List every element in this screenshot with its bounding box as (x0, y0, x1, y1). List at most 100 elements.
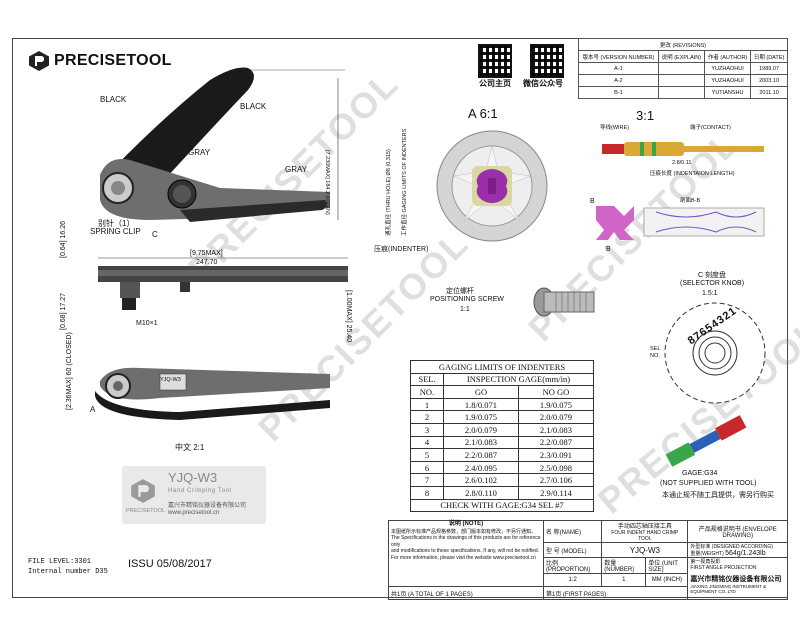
label-black-1: BLACK (100, 95, 127, 104)
envelope-drawing: 产品规格说明书 (ENVELOPE DRAWING) (687, 520, 788, 543)
detail-a-title: A 6:1 (468, 106, 498, 121)
rev-title: 更改 (REVISIONS) (578, 38, 788, 51)
screw-drawing (533, 287, 595, 317)
section-drawing (596, 206, 765, 240)
model-value: YJQ-W3 (601, 542, 689, 558)
name-label: 名 称(NAME) (542, 520, 603, 543)
unit-label: 单位 (UNIT SIZE) (645, 557, 689, 574)
gaging-go: 1.8/0.071 (443, 397, 519, 412)
company-en: JIAXING JINGMING INSTRUMENT & EQUIPMENT … (690, 584, 767, 594)
gaging-table: GAGING LIMITS OF INDENTERS SEL. INSPECTI… (410, 360, 595, 513)
gaging-go: 2.6/0.102 (443, 473, 519, 487)
note-cell: 说明 (NOTE) 本图纸所示标准产品规格参数，部门版本如有修改，不另行通知。 … (388, 520, 544, 587)
gaging-sel: 2 (410, 410, 444, 424)
gage-note-cn: 本通止规不随工具提供，需另行购买 (662, 492, 774, 499)
label-gray-1: GRAY (188, 148, 211, 157)
title-block: 说明 (NOTE) 本图纸所示标准产品规格参数，部门版本如有修改，不另行通知。 … (388, 520, 788, 600)
qr-wechat: 微信公众号 (522, 44, 564, 89)
card-url: www.precisetool.cn (168, 510, 220, 516)
issue-date: ISSU 05/08/2017 (128, 558, 212, 570)
gage-drawing (665, 415, 747, 467)
name-value: 手动四芯轴压接工具 FOUR INDENT HAND CRIMP TOOL (601, 520, 689, 543)
ratio-value: 1:2 (542, 573, 603, 587)
qty-value: 1 (601, 573, 647, 587)
dim-d: [2.36MAX] 60 (CLOSED) (66, 332, 73, 410)
dim-b: [0.68] 17.27 (60, 293, 67, 330)
rev-cell: A-1 (578, 62, 659, 75)
gaging-nogo: 2.0/0.079 (517, 410, 595, 424)
company-cell: 第一视角投影 FIRST ANGLE PROJECTION 嘉兴市精铭仪器设备有… (687, 557, 788, 600)
logo-icon (131, 479, 155, 503)
dim-length-mm: 247.70 (196, 259, 218, 266)
rev-cell: YUTIANSHU (703, 86, 752, 99)
dim-a: [0.64] 16.26 (60, 221, 67, 258)
dim-contact: 2.8/0.11 (672, 160, 692, 166)
logo-text: PRECISETOOL (54, 52, 172, 69)
rev-cell: A-2 (578, 74, 659, 87)
tool-badge: YJQ-W3 (160, 377, 181, 383)
label-wire: 导线(WIRE) (600, 125, 630, 131)
label-indent-length: 压痕长度 (INDENTAION LENGTH) (650, 171, 735, 177)
unit-value: MM (INCH) (645, 573, 689, 587)
total-pages: 共1页 (A TOTAL OF 1 PAGES) (388, 586, 544, 600)
qty-label: 数量 (NUMBER) (601, 557, 647, 574)
label-c: C (152, 230, 158, 239)
label-indenter: 压痕(INDENTER) (374, 246, 429, 253)
gage-name: GAGE:G34 (682, 470, 718, 477)
tool-open-view (100, 67, 345, 222)
card-model: YJQ-W3 (168, 470, 218, 485)
card-company: 嘉兴市精铭仪器设备有限公司 (168, 503, 247, 509)
detail-3-title: 3:1 (636, 108, 655, 123)
col-group: INSPECTION GAGE(mm/in) (443, 372, 594, 387)
detail-a-drawing (436, 130, 548, 242)
weight-cell: 外型标准 (DESIGNED ACCORDING)重量(WEIGHT) 564g… (687, 542, 788, 558)
knob-drawing (664, 302, 766, 404)
gaging-sel: 5 (410, 448, 444, 462)
gaging-sel: 6 (410, 460, 444, 475)
rev-cell (657, 62, 705, 75)
revision-table: 更改 (REVISIONS) 版本号 (VERSION NUMBER)说明 (E… (578, 38, 788, 99)
dim-height: [7.230MAX] 184.2 (OPEN) (324, 150, 330, 215)
col-sel: SEL. (410, 372, 444, 387)
gaging-nogo: 1.9/0.075 (517, 397, 595, 412)
rev-cell: 2003.10 (750, 74, 788, 87)
rev-col-header: 版本号 (VERSION NUMBER) (578, 50, 659, 63)
note-cn: 本图纸所示标准产品规格参数，部门版本如有修改，不另行通知。 (391, 528, 537, 535)
rev-col-header: 日期 (DATE) (750, 50, 788, 63)
dim-vert-a: 通孔直径 (THRU HOLE) Ø8 (0.315) (386, 149, 392, 236)
label-b-2: B (606, 246, 611, 253)
gaging-sel: 1 (410, 397, 444, 412)
label-a: A (90, 405, 96, 414)
gaging-go: 2.0/0.079 (443, 422, 519, 437)
knob-en: (SELECTOR KNOB) (680, 280, 745, 287)
qr-wechat-label: 微信公众号 (523, 79, 563, 88)
dim-length: [9.75MAX] (190, 250, 223, 257)
label-section: 剖面B-B (680, 198, 701, 204)
dim-working-a: 工作直径 GAGING LIMITS OF INDENTERS (402, 128, 408, 236)
gaging-go: 2.1/0.083 (443, 435, 519, 450)
note-header: 说明 (NOTE) (448, 521, 484, 527)
note-en-2: and modifications to these specification… (391, 548, 540, 555)
knob-scale: 1.5:1 (702, 290, 718, 297)
gaging-nogo: 2.2/0.087 (517, 435, 595, 450)
label-b-1: B (590, 198, 595, 205)
gaging-go: 2.4/0.095 (443, 460, 519, 475)
gaging-go: 2.8/0.110 (443, 485, 519, 500)
knob-title: C 刻度盘 (698, 272, 726, 279)
label-scale: 中文 2:1 (175, 443, 205, 452)
model-label: 型 号 (MODEL) (542, 542, 603, 558)
col-no: NO. (410, 385, 444, 399)
first-page: 第1页 (FIRST PAGES) (542, 586, 689, 600)
tool-side-view (98, 257, 348, 310)
gaging-sel: 7 (410, 473, 444, 487)
rev-cell: YUZHAOHUI (703, 74, 752, 87)
rev-cell (657, 74, 705, 87)
